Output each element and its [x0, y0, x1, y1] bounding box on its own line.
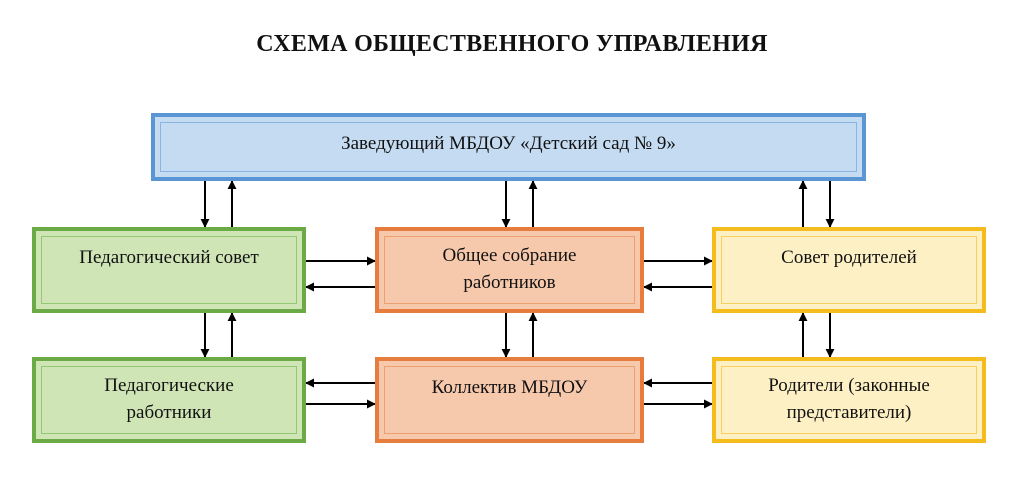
diagram-title: СХЕМА ОБЩЕСТВЕННОГО УПРАВЛЕНИЯ [256, 31, 768, 57]
head-box: Заведующий МБДОУ «Детский сад № 9» [151, 113, 866, 181]
parent-council-label: Совет родителей [781, 247, 917, 268]
collective-label: Коллектив МБДОУ [431, 377, 588, 398]
general-meeting-box: Общее собрание работников [375, 227, 644, 313]
parent-council-box: Совет родителей [712, 227, 986, 313]
collective-box: Коллектив МБДОУ [375, 357, 644, 443]
general-meeting-label: Общее собрание работников [442, 245, 577, 293]
parents-box: Родители (законные представители) [712, 357, 986, 443]
ped-council-box: Педагогический совет [32, 227, 306, 313]
parents-label: Родители (законные представители) [768, 375, 930, 423]
head-label: Заведующий МБДОУ «Детский сад № 9» [341, 133, 676, 154]
ped-staff-label: Педагогические работники [104, 375, 234, 423]
ped-council-label: Педагогический совет [79, 247, 259, 268]
ped-staff-box: Педагогические работники [32, 357, 306, 443]
